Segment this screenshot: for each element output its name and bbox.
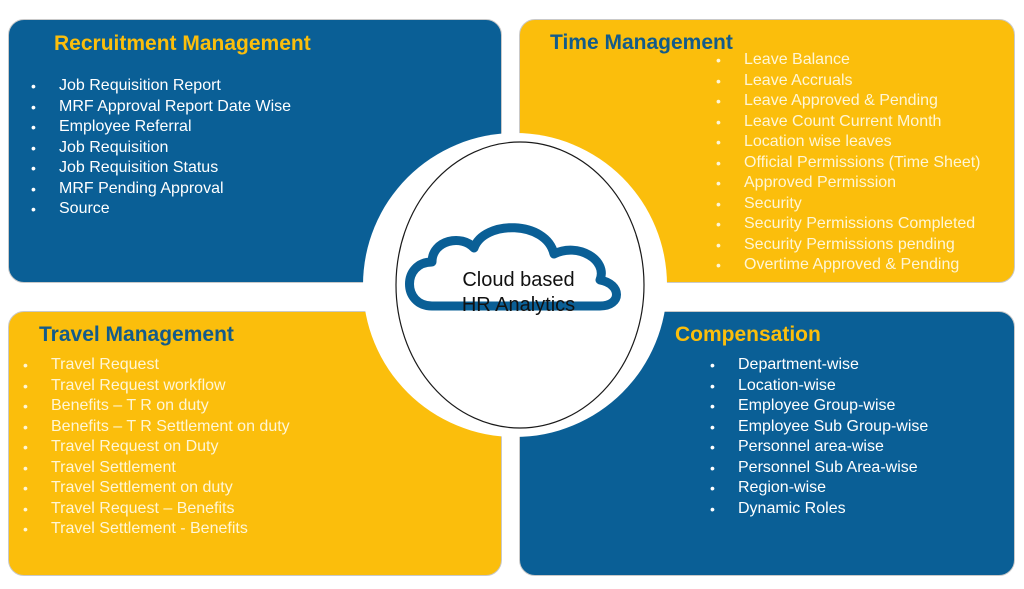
list-item: Job Requisition Status [31, 158, 291, 179]
list-item: Personnel area-wise [710, 437, 928, 458]
travel-panel: Travel Management Travel Request Travel … [8, 311, 502, 576]
time-list: Leave Balance Leave Accruals Leave Appro… [716, 50, 981, 276]
time-title: Time Management [550, 31, 733, 54]
cloud-label: Cloud based HR Analytics [421, 268, 616, 318]
list-item: Security [716, 194, 981, 215]
list-item: Source [31, 199, 291, 220]
list-item: Location wise leaves [716, 132, 981, 153]
list-item: Security Permissions pending [716, 235, 981, 256]
list-item: Job Requisition Report [31, 76, 291, 97]
list-item: Travel Request on Duty [23, 437, 290, 458]
list-item: Leave Approved & Pending [716, 91, 981, 112]
list-item: Approved Permission [716, 173, 981, 194]
list-item: Leave Accruals [716, 71, 981, 92]
list-item: Travel Request workflow [23, 376, 290, 397]
list-item: Travel Settlement on duty [23, 478, 290, 499]
recruitment-list: Job Requisition Report MRF Approval Repo… [31, 76, 291, 220]
list-item: Benefits – T R on duty [23, 396, 290, 417]
cloud-label-line1: Cloud based [462, 269, 575, 291]
list-item: Leave Count Current Month [716, 112, 981, 133]
list-item: Personnel Sub Area-wise [710, 458, 928, 479]
list-item: Employee Group-wise [710, 396, 928, 417]
list-item: Employee Sub Group-wise [710, 417, 928, 438]
recruitment-title: Recruitment Management [54, 32, 311, 55]
list-item: Overtime Approved & Pending [716, 255, 981, 276]
list-item: Employee Referral [31, 117, 291, 138]
list-item: Travel Settlement - Benefits [23, 519, 290, 540]
list-item: Official Permissions (Time Sheet) [716, 153, 980, 174]
list-item: Job Requisition [31, 138, 291, 159]
cloud-icon [405, 223, 621, 311]
list-item: Security Permissions Completed [716, 214, 981, 235]
recruitment-panel: Recruitment Management Job Requisition R… [8, 19, 502, 283]
list-item: Department-wise [710, 355, 928, 376]
list-item: MRF Pending Approval [31, 179, 291, 200]
compensation-list: Department-wise Location-wise Employee G… [710, 355, 928, 520]
compensation-title: Compensation [675, 323, 821, 346]
list-item: Leave Balance [716, 50, 981, 71]
list-item: Travel Settlement [23, 458, 290, 479]
time-panel: Time Management Leave Balance Leave Accr… [519, 19, 1015, 283]
travel-list: Travel Request Travel Request workflow B… [23, 355, 290, 540]
list-item: Region-wise [710, 478, 928, 499]
travel-title: Travel Management [39, 323, 234, 346]
list-item: Benefits – T R Settlement on duty [23, 417, 290, 438]
cloud-label-line2: HR Analytics [461, 294, 576, 316]
list-item: Dynamic Roles [710, 499, 928, 520]
list-item: Travel Request – Benefits [23, 499, 290, 520]
center-hub [363, 133, 667, 437]
list-item: Travel Request [23, 355, 290, 376]
list-item: MRF Approval Report Date Wise [31, 97, 291, 118]
list-item: Location-wise [710, 376, 928, 397]
